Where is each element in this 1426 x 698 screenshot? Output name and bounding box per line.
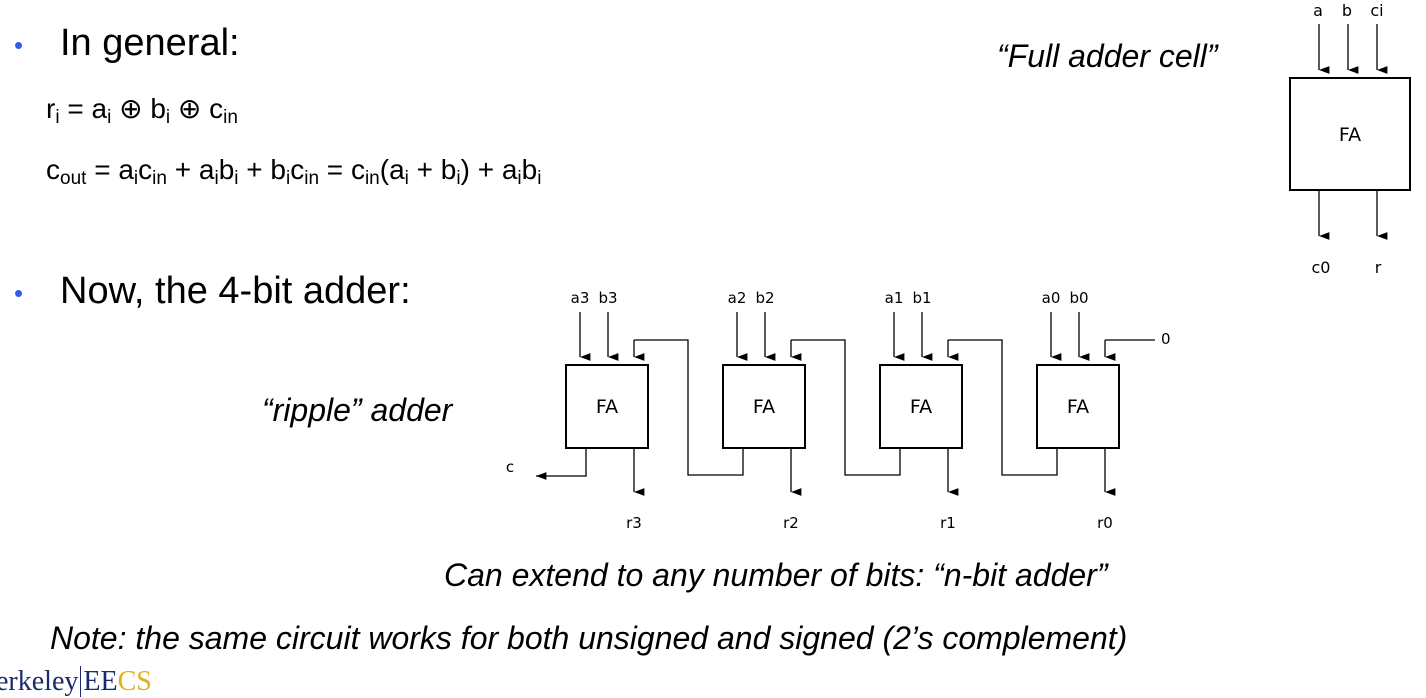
full-adder-cell-diagram: a b ci FA c0 r	[1289, 1, 1411, 277]
ripple-carry-in-label: 0	[1161, 330, 1171, 348]
ripple-caption: “ripple” adder	[262, 392, 453, 428]
fa-box-label: FA	[1339, 124, 1361, 146]
ripple-input-label: b1	[912, 289, 931, 307]
ripple-fa-label: FA	[753, 396, 775, 418]
fa-box	[1289, 77, 1411, 191]
ripple-output-label: r2	[783, 514, 799, 532]
ripple-input-label: b3	[598, 289, 617, 307]
ripple-fa-label: FA	[1067, 396, 1089, 418]
ripple-fa-box	[879, 364, 963, 449]
ripple-output-label: r1	[940, 514, 956, 532]
bullet-four-bit: Now, the 4-bit adder:	[60, 270, 411, 312]
bullet-dot: •	[14, 278, 24, 308]
bullet-dot: •	[14, 30, 24, 60]
ripple-fa-label: FA	[910, 396, 932, 418]
ripple-fa-label: FA	[596, 396, 618, 418]
fa-input-label: a	[1313, 1, 1323, 20]
ripple-carry-wire	[634, 339, 744, 476]
fa-input-label: ci	[1370, 1, 1383, 20]
formula-sum: ri = ai ⊕ bi ⊕ cin	[46, 93, 238, 128]
extend-caption: Can extend to any number of bits: “n-bit…	[444, 557, 1108, 593]
full-adder-caption: “Full adder cell”	[997, 38, 1218, 74]
formula-carry: cout = aicin + aibi + bicin = cin(ai + b…	[46, 154, 542, 189]
ripple-input-label: a2	[728, 289, 747, 307]
ripple-input-label: b0	[1069, 289, 1088, 307]
ripple-fa-box	[722, 364, 806, 449]
ripple-input-label: a3	[571, 289, 590, 307]
ripple-carry-wire	[948, 339, 1058, 476]
ripple-carry-out-wire	[536, 448, 587, 480]
ripple-output-label: r3	[626, 514, 642, 532]
ripple-carry-out-label: c	[506, 458, 514, 476]
ripple-fa-box	[565, 364, 649, 449]
note-caption: Note: the same circuit works for both un…	[50, 620, 1128, 656]
ripple-input-label: a0	[1042, 289, 1061, 307]
ripple-carry-wire	[791, 339, 901, 476]
bullet-in-general: In general:	[60, 22, 240, 64]
fa-input-label: b	[1342, 1, 1352, 20]
fa-output-label: c0	[1312, 258, 1331, 277]
ripple-fa-box	[1036, 364, 1120, 449]
ripple-input-label: a1	[885, 289, 904, 307]
fa-output-label: r	[1375, 258, 1382, 277]
ripple-output-label: r0	[1097, 514, 1113, 532]
ripple-input-label: b2	[755, 289, 774, 307]
